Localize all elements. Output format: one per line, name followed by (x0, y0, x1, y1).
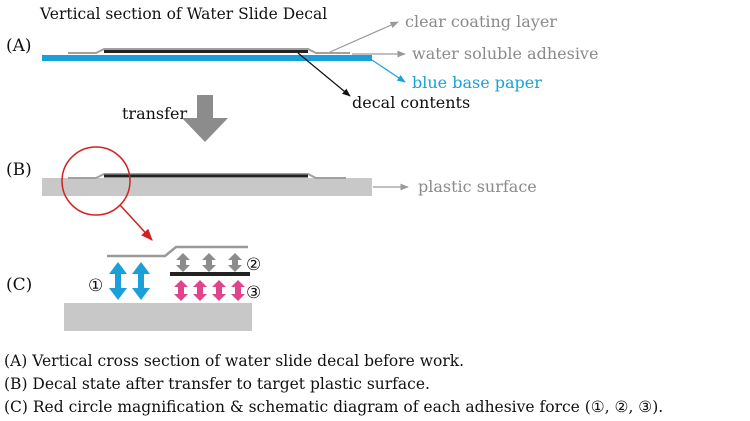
caption-b: (B) Decal state after transfer to target… (4, 375, 430, 393)
force-1-arrow-left (109, 262, 127, 300)
decal-stack-a (42, 48, 372, 61)
decal-stack-b (42, 173, 372, 196)
section-label-a: (A) (6, 36, 32, 56)
force-1-arrows (109, 262, 150, 300)
section-label-c: (C) (6, 275, 32, 295)
force-label-2: ② (246, 255, 261, 275)
force-label-3: ③ (246, 283, 261, 303)
force-3-arrows (174, 280, 245, 301)
leader-base-paper (371, 59, 406, 83)
section-label-b: (B) (6, 160, 32, 180)
transfer-arrow-icon (182, 95, 228, 142)
leader-clear-coating (329, 21, 399, 53)
caption-a: (A) Vertical cross section of water slid… (4, 352, 465, 370)
plastic-surface-c (64, 303, 252, 331)
label-clear-coating: clear coating layer (405, 12, 557, 31)
magnify-circle (61, 146, 131, 216)
leader-decal-contents (297, 52, 351, 97)
clear-coating-layer-c (107, 245, 248, 258)
transfer-label: transfer (122, 104, 188, 123)
force-1-arrow-right (132, 262, 150, 300)
label-plastic-surface: plastic surface (418, 177, 537, 196)
label-decal-contents: decal contents (352, 93, 470, 112)
plastic-surface-b (42, 178, 372, 196)
magnify-arrow (119, 204, 153, 241)
diagram-title: Vertical section of Water Slide Decal (39, 5, 327, 23)
clear-coating-layer-a (68, 48, 350, 54)
force-2-arrows (176, 253, 242, 272)
blue-base-paper-layer (42, 55, 372, 61)
magnified-detail: ① ② ③ (64, 245, 261, 331)
label-adhesive: water soluble adhesive (412, 44, 598, 63)
caption-c: (C) Red circle magnification & schematic… (4, 398, 664, 416)
label-base-paper: blue base paper (412, 73, 542, 92)
clear-coating-layer-b (68, 173, 346, 179)
force-label-1: ① (88, 276, 103, 296)
